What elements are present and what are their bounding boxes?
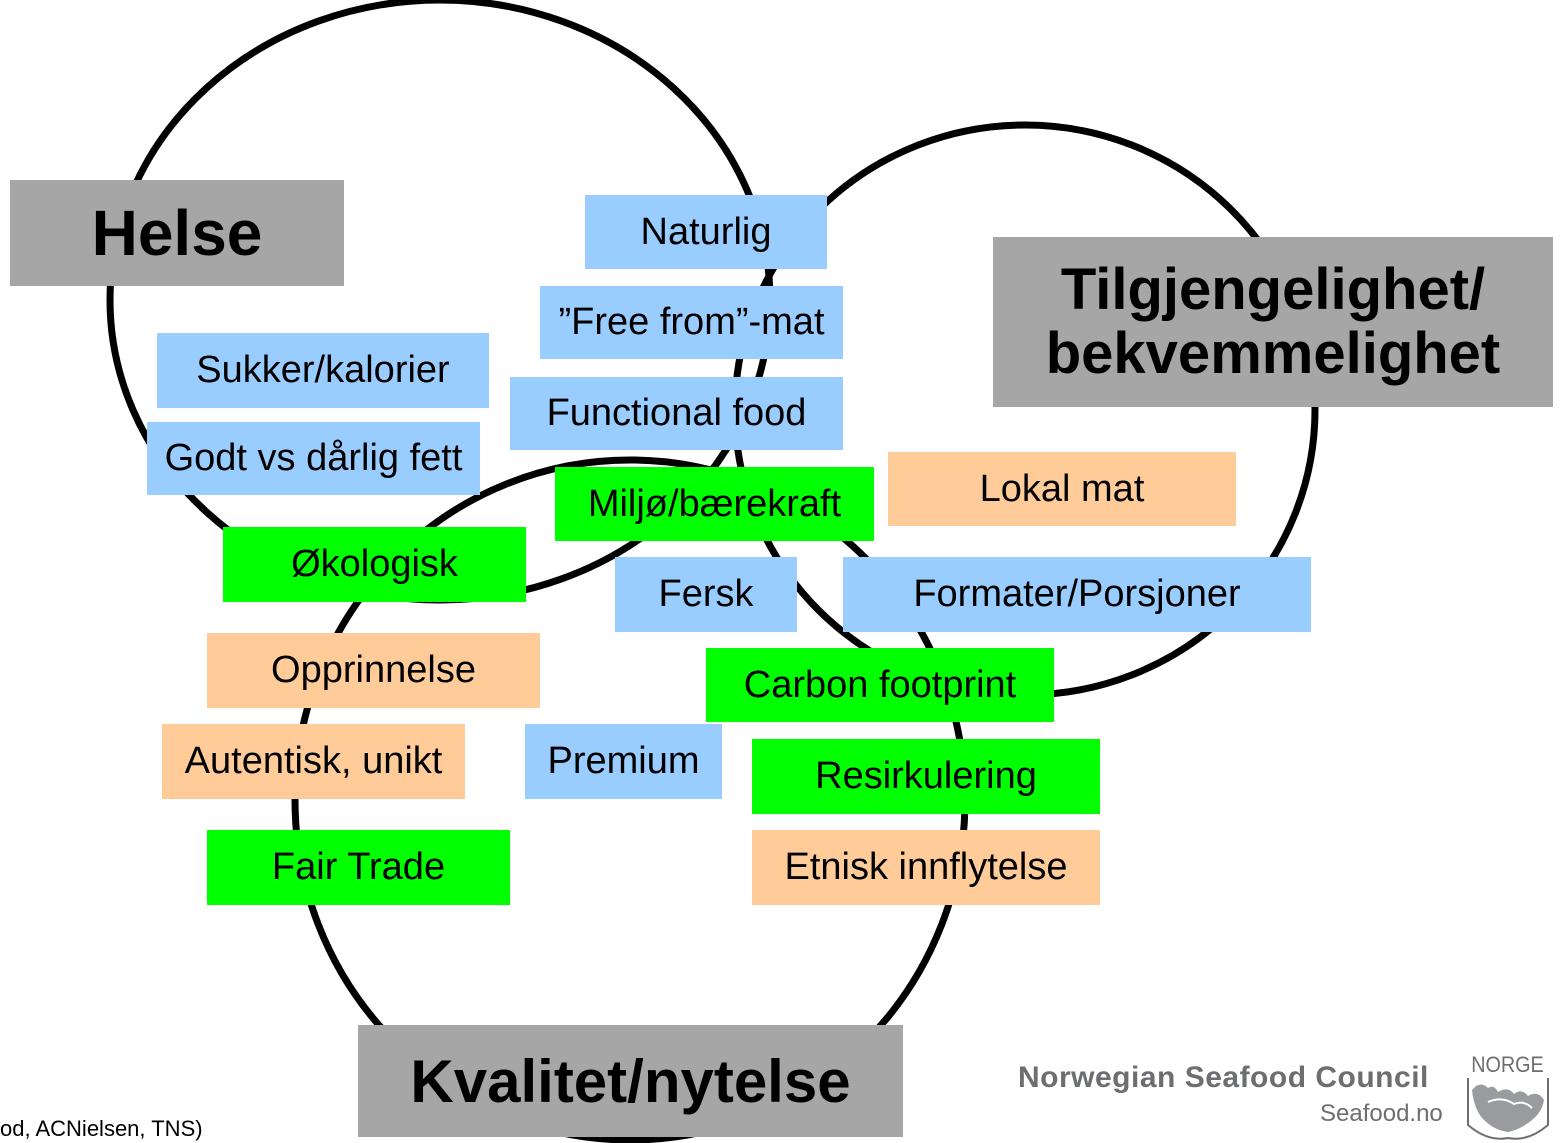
convenience-label-line2: bekvemmelighet: [1045, 321, 1501, 386]
item-free-from-text: ”Free from”-mat: [558, 301, 825, 343]
item-autentisk-text: Autentisk, unikt: [184, 740, 443, 782]
convenience-label-line1: Tilgjengelighet/: [1060, 257, 1486, 323]
item-godt-fett: Godt vs dårlig fett: [147, 422, 480, 495]
item-functional: Functional food: [510, 377, 843, 450]
item-etnisk-text: Etnisk innflytelse: [784, 846, 1068, 888]
item-premium-text: Premium: [547, 740, 700, 782]
item-formater: Formater/Porsjoner: [843, 557, 1311, 632]
item-miljo-text: Miljø/bærekraft: [587, 482, 842, 525]
item-carbon-text: Carbon footprint: [743, 663, 1017, 706]
item-sukker-text: Sukker/kalorier: [196, 349, 450, 391]
item-naturlig: Naturlig: [585, 195, 827, 269]
item-free-from: ”Free from”-mat: [540, 286, 843, 359]
item-godt-fett-text: Godt vs dårlig fett: [164, 437, 463, 479]
item-fair-trade: Fair Trade: [207, 830, 510, 905]
logo-title: Norwegian Seafood Council: [1018, 1061, 1429, 1094]
item-fersk: Fersk: [615, 557, 797, 632]
convenience-label: Tilgjengelighet/ bekvemmelighet: [993, 237, 1553, 407]
quality-label-text: Kvalitet/nytelse: [410, 1047, 851, 1115]
item-opprinnelse-text: Opprinnelse: [271, 649, 476, 691]
item-naturlig-text: Naturlig: [640, 210, 772, 253]
item-okologisk-text: Økologisk: [291, 543, 458, 585]
health-label: Helse: [10, 180, 344, 286]
quality-label: Kvalitet/nytelse: [358, 1025, 903, 1137]
item-lokal-mat: Lokal mat: [888, 452, 1236, 526]
health-label-text: Helse: [91, 197, 263, 269]
norge-badge-text: NORGE: [1471, 1053, 1544, 1077]
item-opprinnelse: Opprinnelse: [207, 633, 540, 708]
item-sukker: Sukker/kalorier: [157, 333, 489, 408]
item-lokal-mat-text: Lokal mat: [979, 467, 1145, 510]
item-resirkulering-text: Resirkulering: [815, 755, 1037, 797]
logo-url: Seafood.no: [1320, 1100, 1443, 1127]
item-premium: Premium: [525, 724, 722, 799]
item-fersk-text: Fersk: [658, 573, 754, 615]
item-fair-trade-text: Fair Trade: [271, 846, 446, 888]
item-resirkulering: Resirkulering: [752, 739, 1100, 814]
item-autentisk: Autentisk, unikt: [162, 724, 465, 799]
item-etnisk: Etnisk innflytelse: [752, 830, 1100, 905]
item-miljo: Miljø/bærekraft: [555, 467, 874, 541]
item-carbon: Carbon footprint: [706, 648, 1054, 722]
item-okologisk: Økologisk: [223, 527, 526, 602]
item-formater-text: Formater/Porsjoner: [913, 573, 1241, 615]
source-note: od, ACNielsen, TNS): [0, 1116, 203, 1141]
item-functional-text: Functional food: [546, 392, 807, 434]
norge-badge-icon: NORGE: [1467, 1053, 1549, 1140]
